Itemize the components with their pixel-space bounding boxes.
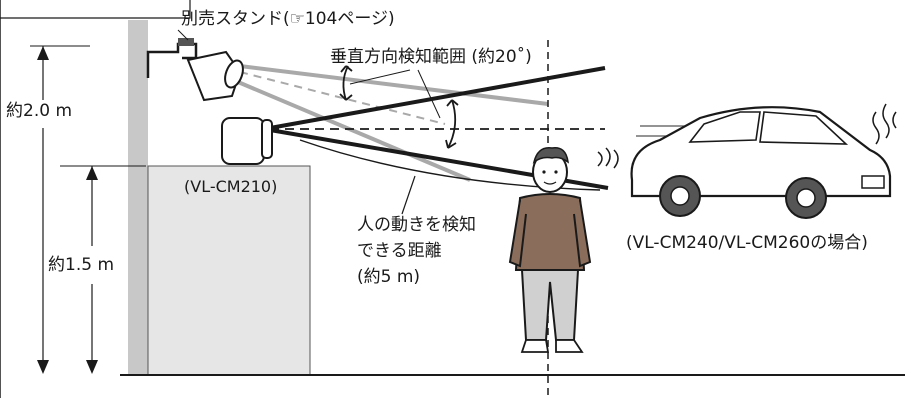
vertical-range-leader-left — [349, 69, 411, 85]
lower-beam-top — [269, 66, 606, 130]
angle-arc-lower — [447, 99, 457, 149]
wall-camera — [221, 117, 273, 165]
wall-box — [147, 165, 311, 376]
stand-label: 別売スタンド(☞104ページ) — [181, 9, 395, 29]
stand-camera — [186, 50, 244, 102]
dim-15m-arrow-top — [86, 166, 98, 180]
detect-label-line3: (約5 m) — [357, 267, 421, 287]
detect-label-line2: できる距離 — [357, 241, 442, 261]
dim-2m-arrow-bottom — [37, 360, 49, 374]
vertical-range-label: 垂直方向検知範囲 (約20˚) — [330, 47, 532, 67]
detect-label-line1: 人の動きを検知 — [357, 215, 476, 235]
detect-distance-leader — [401, 175, 416, 215]
wall — [128, 20, 148, 375]
dim-15m-arrow-bottom — [86, 360, 98, 374]
exhaust-wiggles — [872, 103, 897, 145]
dim-2m-arrow-top — [37, 46, 49, 60]
car-model-label: (VL-CM240/VL-CM260の場合) — [626, 233, 868, 253]
height-camera-label: 約2.0 m — [6, 101, 72, 121]
stand-mount — [178, 38, 194, 46]
upper-beam-top — [239, 64, 549, 106]
height-wall-label: 約1.5 m — [48, 255, 114, 275]
vertical-range-leader-right — [417, 69, 441, 119]
small-model-label: (VL-CM210) — [184, 177, 278, 196]
car-figure — [630, 106, 892, 219]
upper-beam-center — [239, 71, 446, 125]
stand-leader — [177, 29, 189, 41]
motion-lines-front — [597, 147, 619, 169]
frame-top-box — [0, 0, 191, 19]
person-figure — [508, 147, 592, 353]
upper-beam-bottom — [237, 80, 471, 182]
angle-arc-upper — [342, 65, 349, 101]
